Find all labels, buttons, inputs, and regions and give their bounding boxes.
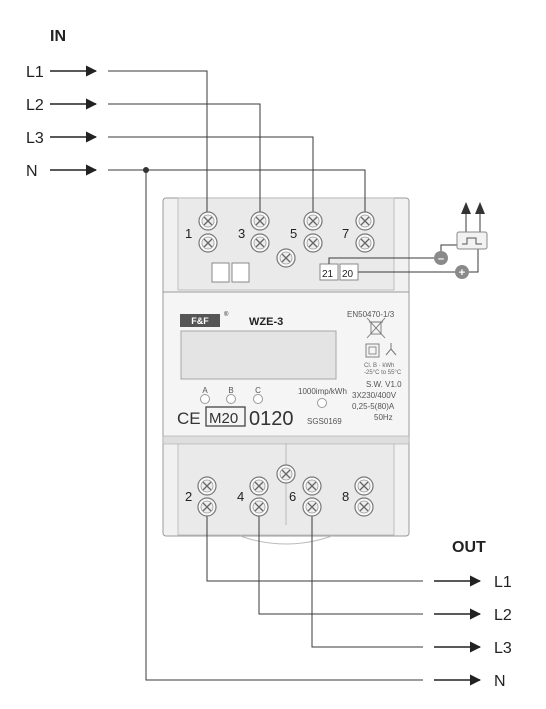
input-label-l2: L2 bbox=[26, 97, 44, 114]
energy-meter bbox=[162, 197, 410, 545]
heading-in: IN bbox=[50, 28, 66, 45]
wire-in-n bbox=[108, 169, 366, 222]
screw-terminal-8-bottom bbox=[354, 497, 374, 517]
wire-in-l1 bbox=[108, 70, 208, 222]
input-label-l3: L3 bbox=[26, 130, 44, 147]
screw-terminal-6-bottom bbox=[302, 497, 322, 517]
temp-range: -25°C to 55°C bbox=[364, 370, 402, 376]
led-phase-c bbox=[253, 394, 263, 404]
brand-logo-text: F&F bbox=[191, 316, 209, 326]
minus-sign: – bbox=[438, 253, 444, 265]
socket-right bbox=[231, 262, 250, 283]
weee-bin-icon bbox=[366, 317, 386, 339]
screw-terminal-7-bottom bbox=[355, 233, 375, 253]
phase-label-a: A bbox=[202, 386, 208, 395]
wire-neutral-bypass bbox=[145, 170, 423, 681]
screw-terminal-3-top bbox=[250, 211, 270, 231]
screw-terminal-1-bottom bbox=[198, 233, 218, 253]
terminal-label-1: 1 bbox=[185, 226, 192, 241]
screw-terminal-4-bottom bbox=[249, 497, 269, 517]
led-impulse bbox=[317, 398, 327, 408]
class-box-icon bbox=[365, 343, 380, 358]
screw-terminal-6-top bbox=[302, 476, 322, 496]
output-label-n: N bbox=[494, 673, 506, 690]
screw-terminal-2-top bbox=[197, 476, 217, 496]
screw-terminal-5-bottom bbox=[303, 233, 323, 253]
current-rating: 0,25-5(80)A bbox=[352, 402, 395, 411]
output-label-l1: L1 bbox=[494, 574, 512, 591]
mid-mark: M20 bbox=[209, 410, 238, 427]
screw-terminal-8-top bbox=[354, 476, 374, 496]
pulse-terminal-21-label: 21 bbox=[322, 269, 334, 280]
model-name: WZE-3 bbox=[249, 316, 283, 328]
led-phase-b bbox=[226, 394, 236, 404]
led-phase-a bbox=[200, 394, 210, 404]
network-star-icon bbox=[385, 343, 397, 356]
heading-out: OUT bbox=[452, 539, 486, 556]
plus-sign: + bbox=[459, 267, 465, 279]
brand-logo bbox=[180, 314, 220, 327]
screw-center-top bbox=[276, 248, 296, 268]
socket-left bbox=[211, 262, 230, 283]
voltage-rating: 3X230/400V bbox=[352, 391, 397, 400]
screw-terminal-4-top bbox=[249, 476, 269, 496]
standard-label: EN50470-1/3 bbox=[347, 310, 395, 319]
neutral-junction-dot bbox=[143, 167, 149, 173]
terminal-label-3: 3 bbox=[238, 226, 245, 241]
arrows bbox=[50, 65, 482, 686]
terminal-label-5: 5 bbox=[290, 226, 297, 241]
pulse-counter-box bbox=[456, 231, 488, 250]
registered-mark: ® bbox=[224, 311, 229, 318]
wiring bbox=[108, 70, 481, 681]
impulse-rate: 1000imp/kWh bbox=[298, 387, 347, 396]
notified-body-number: 0120 bbox=[249, 408, 294, 430]
terminal-label-7: 7 bbox=[342, 226, 349, 241]
wire-in-l2 bbox=[108, 103, 261, 222]
software-version: S.W. V1.0 bbox=[366, 380, 402, 389]
screw-center-bottom bbox=[276, 464, 296, 484]
phase-label-c: C bbox=[255, 386, 261, 395]
counter-arrow-a-icon bbox=[461, 202, 471, 214]
din-rail-groove bbox=[162, 435, 410, 445]
terminal-label-4: 4 bbox=[237, 489, 244, 504]
wire-pulse-21 bbox=[328, 257, 441, 264]
pulse-terminal-20-label: 20 bbox=[342, 269, 354, 280]
input-label-l1: L1 bbox=[26, 64, 44, 81]
wire-in-l3 bbox=[108, 136, 314, 222]
wire-out-l3 bbox=[311, 507, 423, 648]
counter-arrow-b-icon bbox=[475, 202, 485, 214]
mid-mark-box bbox=[205, 406, 246, 427]
lcd-display bbox=[180, 330, 337, 380]
plus-polarity-icon bbox=[455, 265, 469, 279]
output-label-l2: L2 bbox=[494, 607, 512, 624]
certificate-number: SGS0169 bbox=[307, 417, 342, 426]
screw-terminal-5-top bbox=[303, 211, 323, 231]
frequency-rating: 50Hz bbox=[374, 413, 393, 422]
minus-polarity-icon bbox=[434, 251, 448, 265]
wire-out-l2 bbox=[258, 507, 423, 615]
screw-terminal-1-top bbox=[198, 211, 218, 231]
ce-mark: CE bbox=[177, 409, 201, 428]
screw-terminal-7-top bbox=[355, 211, 375, 231]
output-label-l3: L3 bbox=[494, 640, 512, 657]
phase-label-b: B bbox=[228, 386, 233, 395]
din-clip bbox=[239, 535, 333, 545]
screw-terminal-2-bottom bbox=[197, 497, 217, 517]
terminal-label-2: 2 bbox=[185, 489, 192, 504]
screw-terminal-3-bottom bbox=[250, 233, 270, 253]
pulse-signal-icon bbox=[462, 237, 482, 245]
class-info: Cl. B · kWh bbox=[364, 363, 394, 369]
wire-out-l1 bbox=[206, 507, 423, 582]
input-label-n: N bbox=[26, 163, 38, 180]
terminal-label-6: 6 bbox=[289, 489, 296, 504]
terminal-label-8: 8 bbox=[342, 489, 349, 504]
